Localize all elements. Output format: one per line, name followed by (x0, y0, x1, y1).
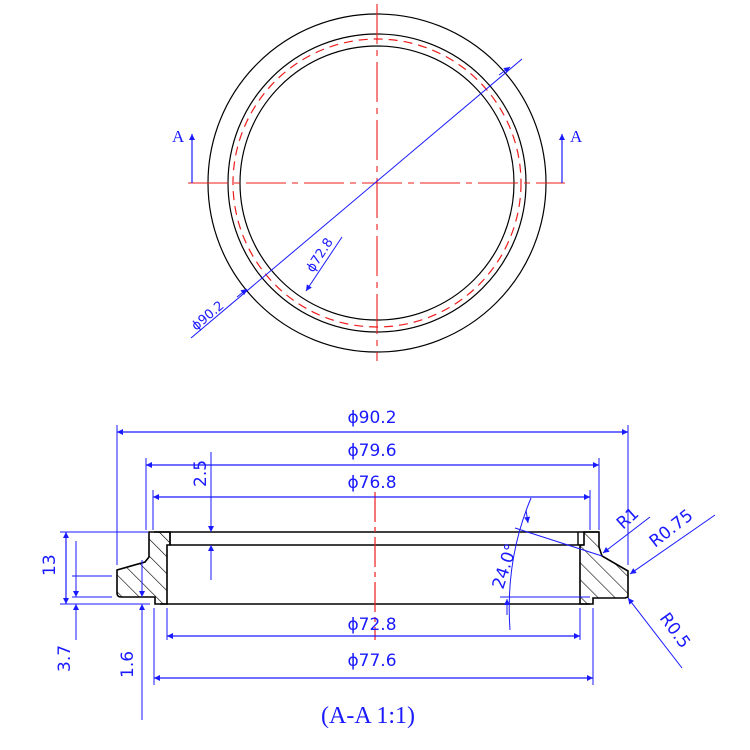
dim-79-6: ϕ79.6 (347, 441, 396, 461)
section-caption: (A-A 1:1) (321, 703, 415, 729)
arrow-outer-1 (236, 288, 248, 298)
angle-arrow-top (524, 509, 531, 524)
left-section-profile (116, 531, 171, 605)
dim-line-inner-diameter (305, 236, 343, 292)
dim-1-6: 1.6 (118, 651, 138, 678)
dim-76-8: ϕ76.8 (347, 473, 396, 493)
dim-r1: R1 (613, 504, 643, 534)
leader-r1 (602, 516, 651, 554)
dim-angle: 24.0° (489, 541, 522, 591)
leader-r0-5 (627, 597, 683, 669)
right-section-profile (579, 531, 629, 605)
section-marker-right: A (570, 127, 583, 146)
section-marker-left: A (172, 127, 185, 146)
dim-r0-5: R0.5 (655, 609, 694, 652)
dim-13: 13 (40, 554, 60, 576)
angle-leader (514, 527, 603, 557)
section-view: ϕ90.2 ϕ79.6 ϕ76.8 ϕ72.8 ϕ77.6 2.5 13 3.7… (40, 408, 716, 729)
leader-r0-75 (629, 514, 716, 575)
angle-arc (508, 497, 532, 631)
top-view: A A ϕ90.2 ϕ72.8 (172, 4, 583, 361)
dim-90-2: ϕ90.2 (347, 408, 396, 428)
dim-72-8: ϕ72.8 (347, 615, 396, 635)
dim-77-6: ϕ77.6 (347, 651, 396, 671)
dim-outer-diameter: ϕ90.2 (189, 298, 227, 334)
dim-3-7: 3.7 (55, 645, 75, 672)
dim-2-5: 2.5 (191, 460, 211, 487)
arrow-outer-2 (498, 66, 511, 76)
